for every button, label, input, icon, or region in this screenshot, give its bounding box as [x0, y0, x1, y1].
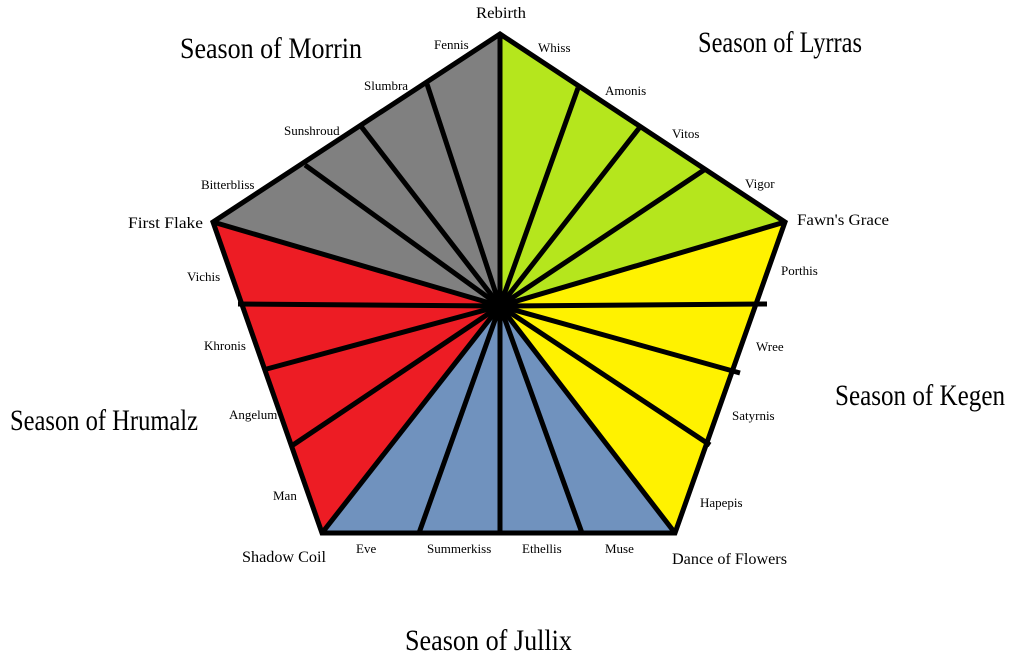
season-title-kegen: Season of Kegen: [835, 379, 1005, 412]
month-label: Hapepis: [700, 495, 743, 510]
spoke-line: [499, 219, 786, 309]
month-label: Summerkiss: [427, 541, 491, 556]
month-label: Eve: [356, 541, 376, 556]
month-label: Amonis: [605, 83, 646, 98]
spoke-line: [499, 303, 741, 376]
season-title-jullix: Season of Jullix: [405, 624, 572, 657]
spoke-line: [498, 125, 642, 308]
month-label: Sunshroud: [284, 123, 340, 138]
season-title-morrin: Season of Morrin: [180, 32, 362, 65]
spoke-line: [416, 305, 503, 534]
month-label: Angelum: [229, 407, 277, 422]
season-title-lyrras: Season of Lyrras: [698, 26, 862, 59]
vertex-label-left: First Flake: [128, 215, 203, 232]
month-label: Vigor: [745, 176, 775, 191]
month-label: Wree: [756, 339, 784, 354]
month-label: Satyrnis: [732, 408, 775, 423]
spoke-line: [303, 162, 502, 309]
sector-morrin: [213, 34, 500, 306]
spoke-line: [320, 304, 502, 535]
vertex-label-bottom-right: Dance of Flowers: [672, 551, 787, 568]
spoke-line: [237, 301, 501, 309]
month-label: Bitterbliss: [201, 177, 254, 192]
sector-hrumalz: [213, 222, 500, 533]
sector-kegen: [500, 222, 785, 533]
spoke-line: [424, 83, 503, 307]
pentagon-outline: [209, 31, 789, 536]
spoke-line: [498, 167, 706, 309]
month-label: Slumbra: [364, 78, 408, 93]
month-label: Whiss: [538, 40, 571, 55]
spoke-line: [497, 87, 581, 307]
vertex-label-top: Rebirth: [476, 5, 526, 22]
spoke-line: [498, 303, 712, 448]
spoke-line: [499, 301, 768, 309]
month-label: Vichis: [187, 269, 220, 284]
month-label: Vitos: [672, 126, 699, 141]
month-label: Khronis: [204, 338, 246, 353]
vertex-label-bottom-left: Shadow Coil: [242, 549, 327, 566]
month-label: Ethellis: [522, 541, 562, 556]
spoke-line: [262, 303, 501, 373]
spoke-line: [212, 219, 501, 309]
month-label: Muse: [605, 541, 634, 556]
month-label: Porthis: [781, 263, 818, 278]
vertex-label-right: Fawn's Grace: [797, 212, 889, 229]
month-label: Fennis: [434, 37, 469, 52]
spoke-line: [358, 123, 502, 308]
spoke-line: [497, 305, 585, 534]
season-title-hrumalz: Season of Hrumalz: [10, 404, 198, 437]
spoke-line: [291, 303, 502, 448]
spoke-line: [498, 304, 677, 535]
month-label: Man: [273, 488, 297, 503]
